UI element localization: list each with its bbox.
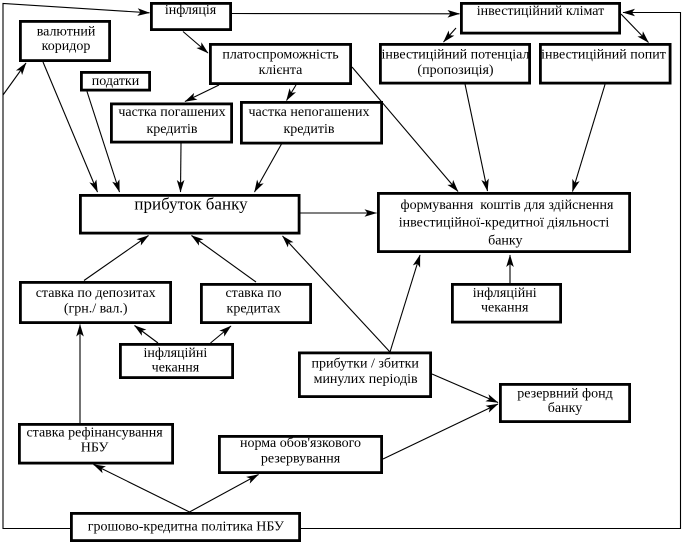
svg-text:інвестиційної-кредитної діяльн: інвестиційної-кредитної діяльності: [399, 216, 610, 231]
svg-text:чекання: чекання: [152, 360, 200, 375]
svg-text:прибутки / збитки: прибутки / збитки: [311, 357, 419, 372]
svg-text:інфляція: інфляція: [165, 3, 217, 18]
svg-text:норма обов'язкового: норма обов'язкового: [240, 436, 361, 451]
svg-text:минулих періодів: минулих періодів: [314, 372, 418, 387]
svg-text:банку: банку: [548, 401, 582, 416]
svg-text:грошово-кредитна політика НБУ: грошово-кредитна політика НБУ: [88, 520, 284, 535]
svg-text:клієнта: клієнта: [259, 63, 303, 78]
svg-text:ставка по: ставка по: [225, 286, 281, 301]
svg-text:ставка рефінансування: ставка рефінансування: [26, 425, 163, 440]
svg-text:платоспроможність: платоспроможність: [222, 48, 338, 63]
svg-text:коридор: коридор: [42, 39, 91, 54]
svg-text:формування коштів для здійсне: формування коштів для здійснення: [401, 198, 615, 213]
svg-text:резервування: резервування: [261, 451, 341, 466]
svg-text:частка погашених: частка погашених: [118, 105, 225, 120]
svg-text:податки: податки: [92, 74, 140, 89]
svg-text:кредитів: кредитів: [283, 122, 334, 137]
svg-text:валютний: валютний: [37, 25, 96, 40]
svg-text:НБУ: НБУ: [81, 441, 109, 456]
svg-text:(грн./ вал.): (грн./ вал.): [64, 301, 128, 316]
svg-text:ставка по депозитах: ставка по депозитах: [36, 286, 156, 301]
svg-text:банку: банку: [488, 234, 522, 249]
svg-text:кредитів: кредитів: [146, 122, 197, 137]
svg-text:інфляційні: інфляційні: [473, 286, 537, 301]
svg-text:інвестиційний клімат: інвестиційний клімат: [477, 4, 605, 19]
svg-text:чекання: чекання: [481, 301, 529, 316]
svg-text:інвестиційний потенціал: інвестиційний потенціал: [382, 48, 530, 63]
svg-text:резервний фонд: резервний фонд: [517, 387, 612, 402]
svg-text:інвестиційний попит: інвестиційний попит: [541, 48, 666, 63]
svg-text:частка непогашених: частка непогашених: [248, 105, 369, 120]
svg-text:інфляційні: інфляційні: [144, 346, 208, 361]
svg-text:кредитах: кредитах: [227, 302, 281, 317]
svg-text:прибуток банку: прибуток банку: [134, 195, 248, 214]
svg-text:(пропозиція): (пропозиція): [417, 63, 493, 78]
